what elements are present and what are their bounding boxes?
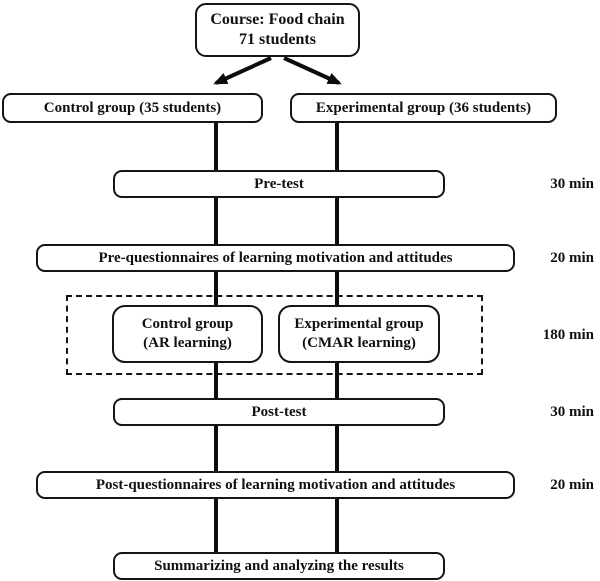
duration-label-posttest: 30 min — [550, 403, 594, 420]
ar-learning-node: Control group (AR learning) — [112, 305, 263, 363]
course-node-line2: 71 students — [239, 31, 316, 48]
cmar-learning-node: Experimental group (CMAR learning) — [278, 305, 440, 363]
summary-node: Summarizing and analyzing the results — [113, 552, 445, 580]
control-group-label: Control group (35 students) — [43, 99, 222, 116]
course-node-line1: Course: Food chain — [210, 11, 345, 28]
post-questionnaires-node: Post-questionnaires of learning motivati… — [36, 471, 515, 499]
duration-label-pre-questionnaires: 20 min — [550, 249, 594, 266]
control-group-node: Control group (35 students) — [2, 93, 263, 123]
duration-label-treatment: 180 min — [542, 326, 594, 343]
post-questionnaires-label: Post-questionnaires of learning motivati… — [95, 476, 456, 493]
branch-arrow-right — [283, 56, 342, 85]
pretest-node: Pre-test — [113, 170, 445, 198]
pretest-label: Pre-test — [254, 175, 304, 192]
posttest-label: Post-test — [251, 403, 307, 420]
summary-label: Summarizing and analyzing the results — [154, 557, 404, 574]
posttest-node: Post-test — [113, 398, 445, 426]
duration-label-post-questionnaires: 20 min — [550, 476, 594, 493]
branch-arrow-left — [213, 56, 272, 85]
duration-label-pretest: 30 min — [550, 175, 594, 192]
treatment-dashed-container — [66, 295, 483, 375]
cmar-learning-line1: Experimental group — [294, 316, 424, 333]
experimental-group-label: Experimental group (36 students) — [315, 99, 532, 116]
course-node: Course: Food chain 71 students — [195, 3, 360, 57]
pre-questionnaires-label: Pre-questionnaires of learning motivatio… — [98, 249, 453, 266]
experimental-group-node: Experimental group (36 students) — [290, 93, 557, 123]
ar-learning-line2: (AR learning) — [143, 335, 232, 351]
pre-questionnaires-node: Pre-questionnaires of learning motivatio… — [36, 244, 515, 272]
ar-learning-line1: Control group — [141, 316, 234, 333]
cmar-learning-line2: (CMAR learning) — [302, 335, 416, 351]
